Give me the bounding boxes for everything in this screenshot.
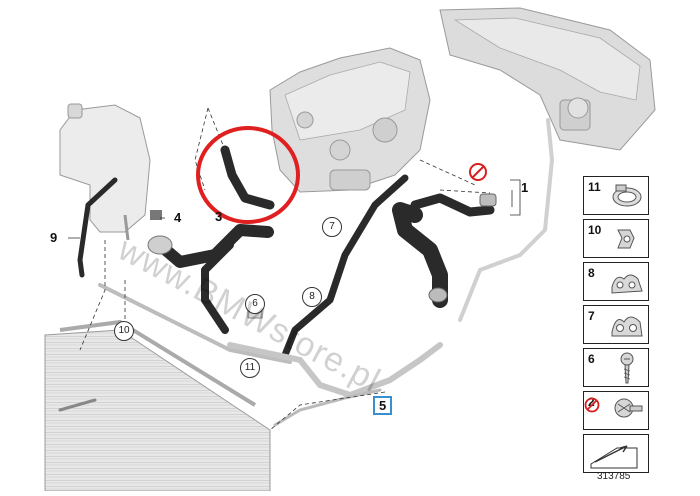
callout-6: 6 — [245, 294, 265, 314]
legend-number: 11 — [588, 180, 601, 194]
callout-4: 4 — [174, 210, 182, 225]
arrow-icon — [590, 445, 638, 469]
legend-item-arrow — [583, 434, 649, 473]
expansion-tank — [59, 103, 151, 241]
prohibit-icon — [584, 397, 600, 413]
callout-11: 11 — [240, 358, 260, 378]
legend-number: 10 — [588, 223, 602, 237]
cylinder-head — [269, 47, 431, 193]
callout-3: 3 — [215, 209, 223, 224]
legend-item-11: 11 — [583, 176, 649, 215]
engine-block — [439, 7, 656, 151]
legend-number: 2 — [588, 395, 595, 409]
clip-connector-icon — [617, 229, 635, 249]
bleed-screw-icon — [614, 398, 643, 418]
callout-1: 1 — [521, 180, 529, 195]
legend-item-8: 8 — [583, 262, 649, 301]
double-holder-icon — [611, 316, 643, 337]
legend-item-7: 7 — [583, 305, 649, 344]
legend-item-2: 2 — [583, 391, 649, 430]
screw-icon — [620, 352, 634, 384]
parts-legend: 11 10 8 7 — [583, 176, 651, 479]
legend-number: 7 — [588, 309, 595, 323]
legend-number: 8 — [588, 266, 595, 280]
hoses — [77, 145, 495, 359]
callout-8: 8 — [302, 287, 322, 307]
legend-item-6: 6 — [583, 348, 649, 387]
coolant-pipes — [58, 118, 555, 427]
legend-number: 6 — [588, 352, 595, 366]
prohibit-icon — [469, 163, 487, 181]
reference-number: 313785 — [597, 471, 631, 482]
callout-10: 10 — [114, 321, 134, 341]
callout-5: 5 — [373, 396, 393, 415]
legend-item-10: 10 — [583, 219, 649, 258]
leader-lines — [68, 107, 521, 431]
callout-9: 9 — [50, 230, 58, 245]
callout-7: 7 — [322, 217, 342, 237]
double-holder-icon — [611, 274, 643, 294]
hose-clamp-icon — [612, 184, 642, 207]
highlight-circle — [196, 126, 300, 224]
